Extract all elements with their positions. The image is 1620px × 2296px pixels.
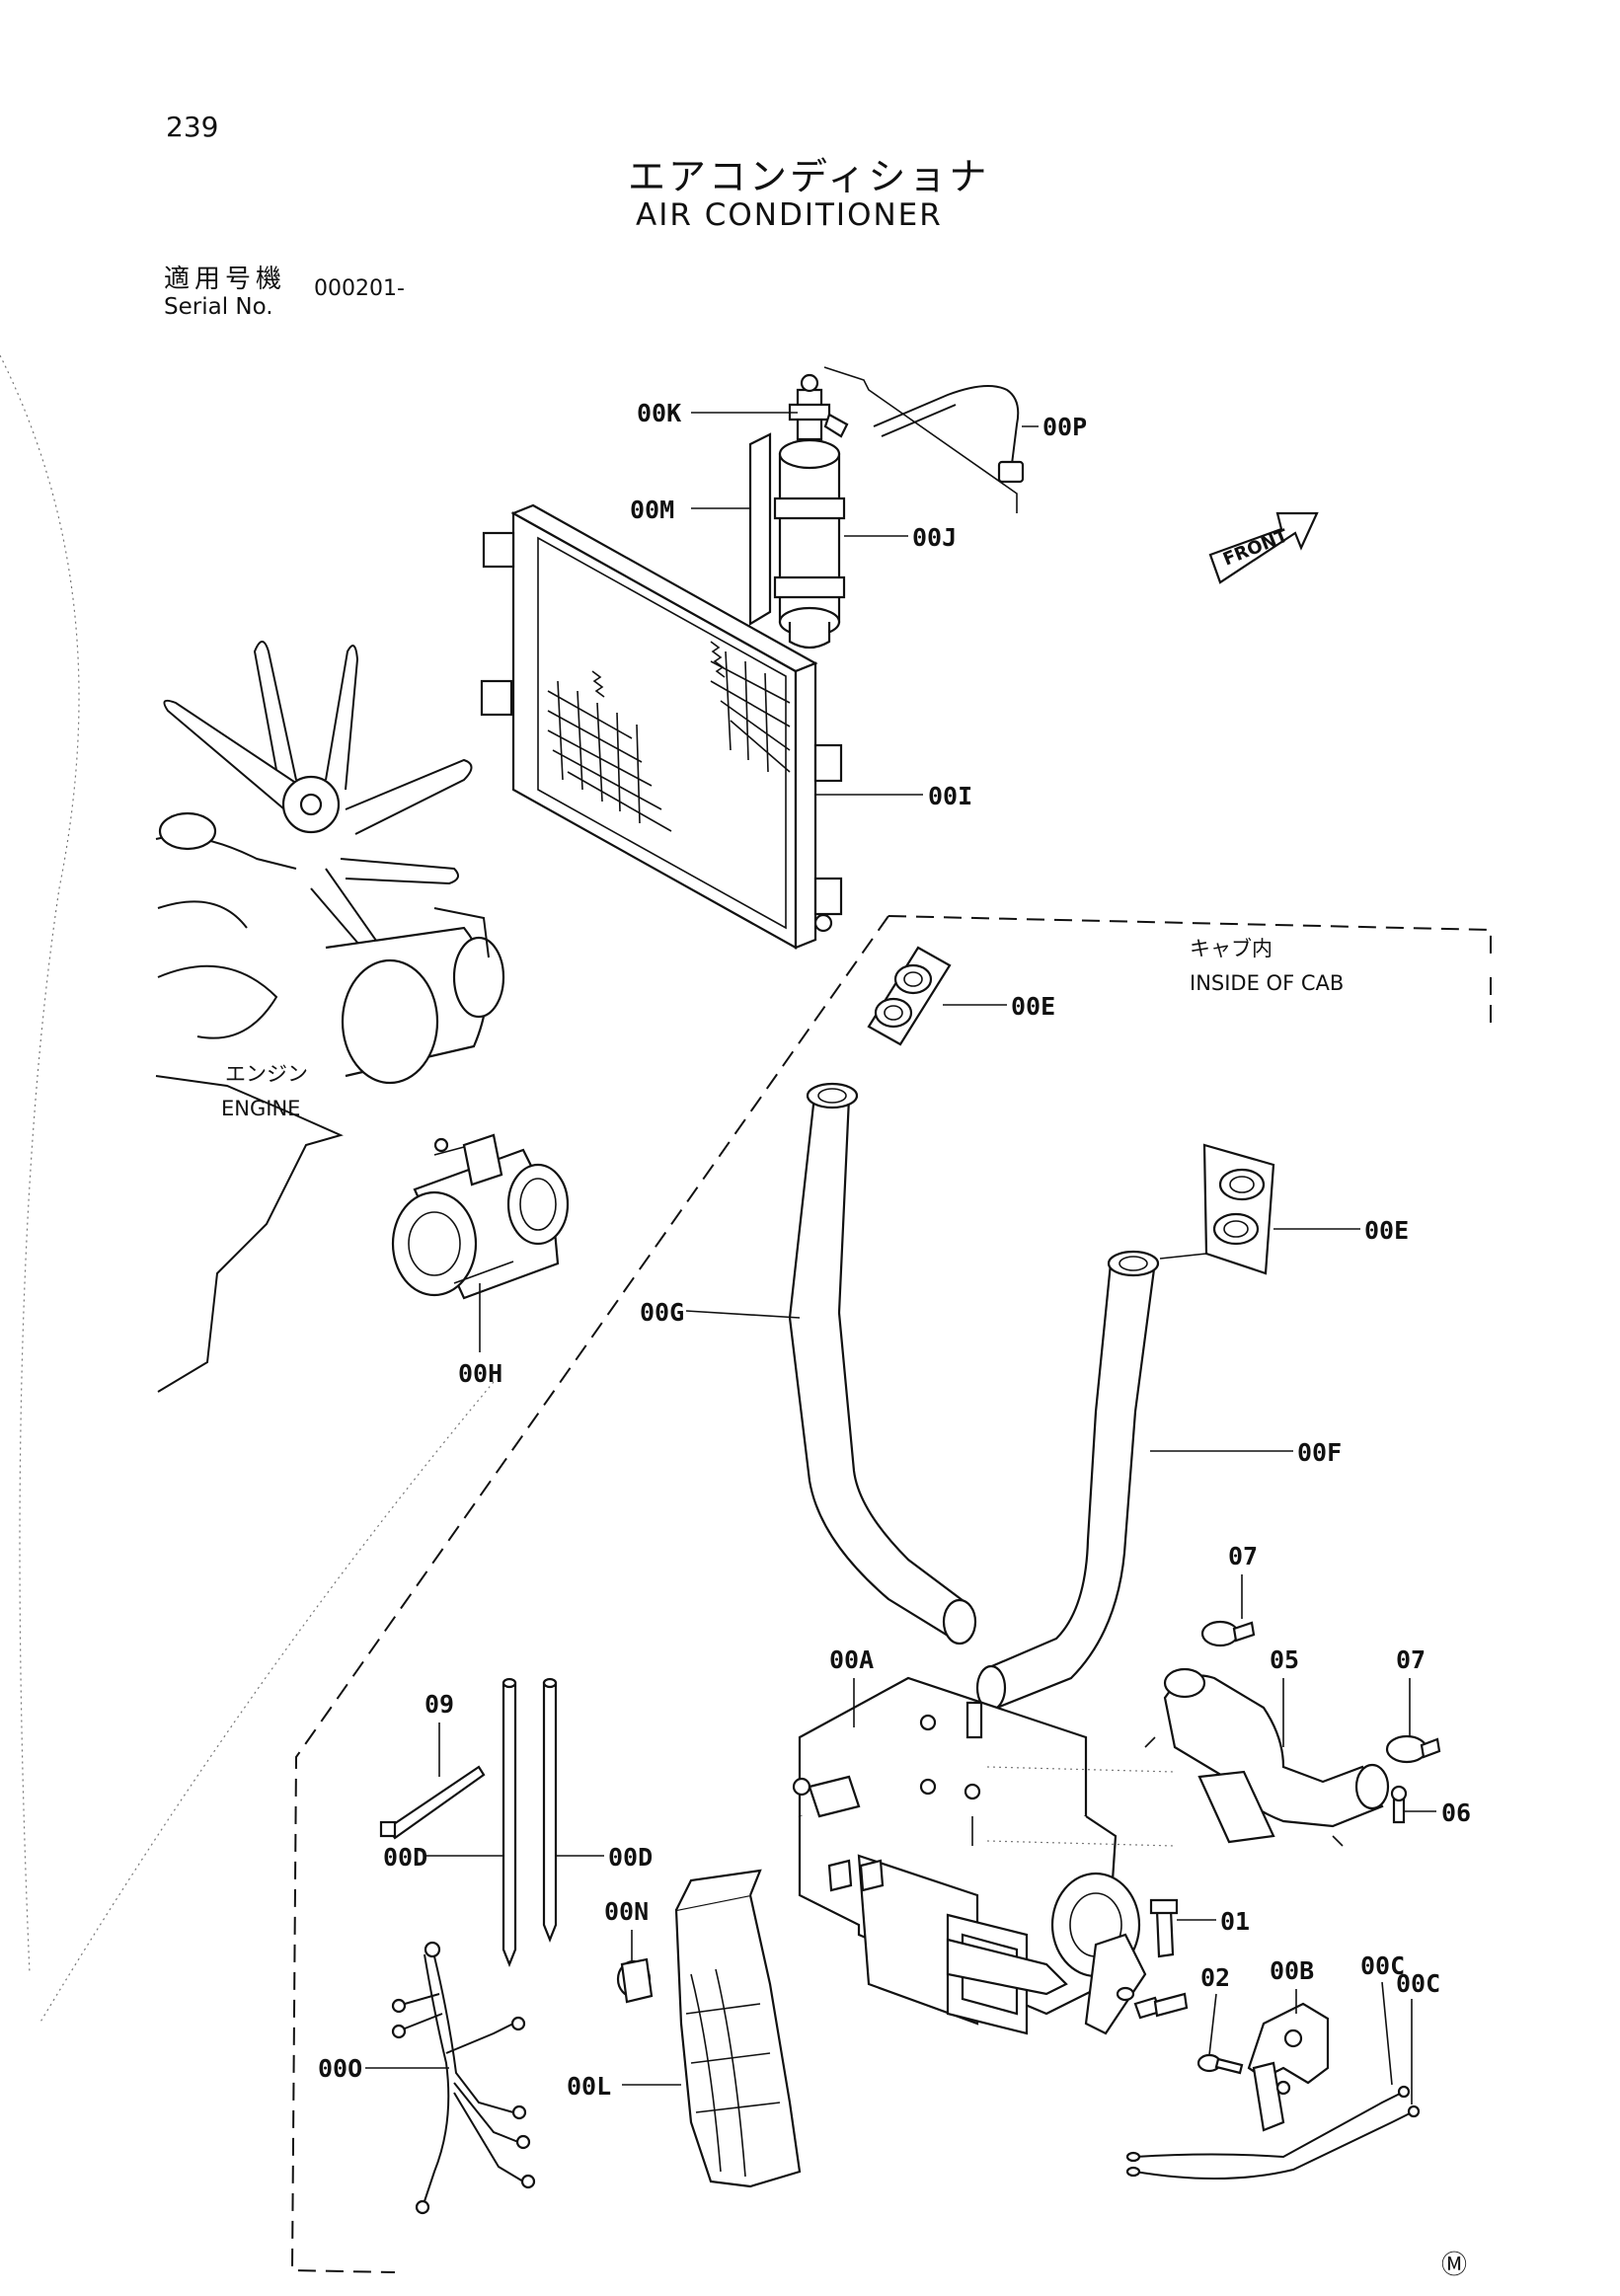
- callout-00L: 00L: [567, 2072, 611, 2101]
- callout-00I: 00I: [928, 782, 972, 810]
- serial-label-english: Serial No.: [164, 294, 273, 320]
- callout-00A: 00A: [829, 1645, 874, 1674]
- rod-00D-left: [501, 1677, 517, 1967]
- callout-00P: 00P: [1042, 413, 1087, 441]
- leader-lines: [365, 412, 1436, 2105]
- grommet-00E-lower: [1202, 1143, 1275, 1275]
- callout-07-right: 07: [1396, 1645, 1426, 1674]
- engine-label-japanese: エンジン: [225, 1062, 308, 1086]
- front-label: FRONT: [1220, 525, 1291, 571]
- engine-outline: [155, 641, 505, 1393]
- receiver-drier-assembly: [748, 366, 1025, 650]
- hose-00G: [788, 1082, 977, 1645]
- ac-unit-00A: [792, 1676, 1176, 2035]
- callout-00F: 00F: [1297, 1438, 1342, 1467]
- callout-00M: 00M: [630, 496, 674, 524]
- harness-00O: [391, 1941, 536, 2215]
- callout-06: 06: [1441, 1799, 1471, 1827]
- hose-clamp-07-left: [1200, 1620, 1256, 1647]
- callout-09: 09: [424, 1690, 454, 1719]
- callout-00E-upper: 00E: [1011, 992, 1055, 1021]
- page-number: 239: [166, 111, 219, 143]
- engine-label-english: ENGINE: [221, 1097, 300, 1120]
- callout-00D-left: 00D: [383, 1843, 427, 1872]
- callout-00E-lower: 00E: [1364, 1216, 1409, 1245]
- callout-00H: 00H: [458, 1359, 502, 1388]
- condenser-00I: [480, 503, 843, 950]
- callout-02: 02: [1200, 1963, 1230, 1992]
- bolt-02: [1196, 2053, 1244, 2075]
- bolt-01: [1149, 1898, 1179, 1958]
- rod-00D-right: [542, 1677, 558, 1943]
- callout-01: 01: [1220, 1907, 1250, 1936]
- serial-number-value: 000201-: [314, 276, 405, 301]
- bolt-unit-lower: [1133, 1992, 1189, 2020]
- cab-label-japanese: キャブ内: [1190, 937, 1273, 960]
- hose-00F: [975, 1250, 1160, 1712]
- callout-00G: 00G: [640, 1298, 684, 1327]
- bracket-00B: [1247, 2002, 1330, 2132]
- page-mark: Ⓜ: [1441, 2251, 1467, 2280]
- duct-00L: [674, 1869, 802, 2188]
- grommet-00E-upper: [867, 946, 952, 1046]
- callout-00J: 00J: [912, 523, 957, 552]
- callout-00C-b: 00C: [1396, 1969, 1440, 1998]
- callout-00B: 00B: [1270, 1956, 1314, 1985]
- callout-00O: 00O: [318, 2054, 362, 2083]
- cable-tie-09: [379, 1765, 486, 1840]
- duct-05: [1144, 1667, 1390, 1847]
- callout-00D-right: 00D: [608, 1843, 653, 1872]
- callout-00N: 00N: [604, 1897, 649, 1926]
- callout-00K: 00K: [637, 399, 681, 427]
- compressor-00H: [391, 1133, 570, 1300]
- callout-05: 05: [1270, 1645, 1299, 1674]
- bolt-06: [1390, 1785, 1408, 1824]
- cab-boundary: [0, 354, 1492, 2273]
- callout-07-left: 07: [1228, 1542, 1258, 1570]
- front-direction-arrow: FRONT: [1208, 511, 1319, 584]
- cab-label-english: INSIDE OF CAB: [1190, 971, 1344, 995]
- title-english: AIR CONDITIONER: [636, 197, 943, 233]
- callout-00C-a: 00C: [1360, 1952, 1405, 1980]
- hose-clamp-07-right: [1385, 1734, 1441, 1764]
- title-japanese: エアコンディショナ: [628, 155, 990, 198]
- cap-00N: [616, 1957, 654, 2004]
- wire-harness-00C: [1125, 2085, 1421, 2181]
- serial-label-japanese: 適用号機: [164, 265, 287, 294]
